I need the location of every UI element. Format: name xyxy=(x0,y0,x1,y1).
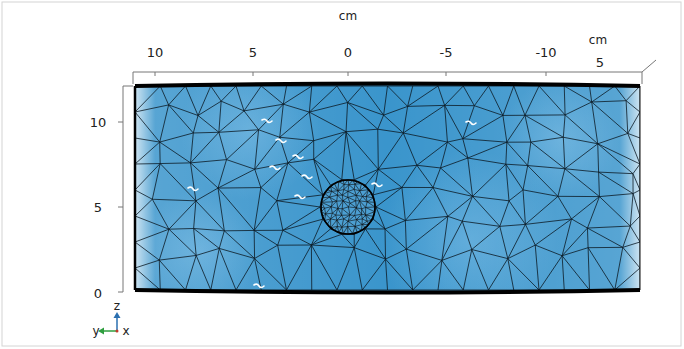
surface-speck xyxy=(293,155,303,158)
box-shading xyxy=(135,60,640,330)
surface-speck xyxy=(254,284,264,287)
domain-box xyxy=(135,60,640,330)
axis-tick: -5 xyxy=(440,46,453,59)
triad-axis-name: x xyxy=(122,325,129,337)
triad-axis-name: y xyxy=(92,325,99,337)
axis-triad xyxy=(98,312,121,335)
surface-speck xyxy=(188,187,198,190)
surface-speck xyxy=(372,183,382,186)
sphere-outline xyxy=(321,180,375,234)
axis-tick: 5 xyxy=(596,56,604,69)
sphere-mesh xyxy=(321,180,375,234)
axis-tick: -10 xyxy=(535,46,556,59)
surface-speck xyxy=(302,175,312,178)
axis-tick: 5 xyxy=(94,201,102,214)
axis-tick: 10 xyxy=(90,116,107,129)
surface-speck xyxy=(295,195,305,198)
axis-tick: 0 xyxy=(94,287,102,300)
box-left-edge xyxy=(134,86,137,290)
box-outline xyxy=(135,84,640,293)
triad-axis-name: z xyxy=(114,300,120,312)
surface-speck xyxy=(270,166,280,169)
tetra-mesh xyxy=(135,86,640,290)
box-top-edge xyxy=(135,84,640,87)
axis-tick: 5 xyxy=(249,46,257,59)
surface-speck xyxy=(276,139,286,142)
axis-tick: 0 xyxy=(344,46,352,59)
plot-frame xyxy=(2,2,681,346)
axis-unit: cm xyxy=(339,10,357,22)
surface-speck xyxy=(262,119,272,122)
surface-speck xyxy=(466,121,476,124)
sphere-fill xyxy=(321,180,375,234)
axis-tick: 10 xyxy=(147,46,164,59)
box-bottom-edge xyxy=(135,290,640,293)
axis-unit: cm xyxy=(589,34,607,46)
